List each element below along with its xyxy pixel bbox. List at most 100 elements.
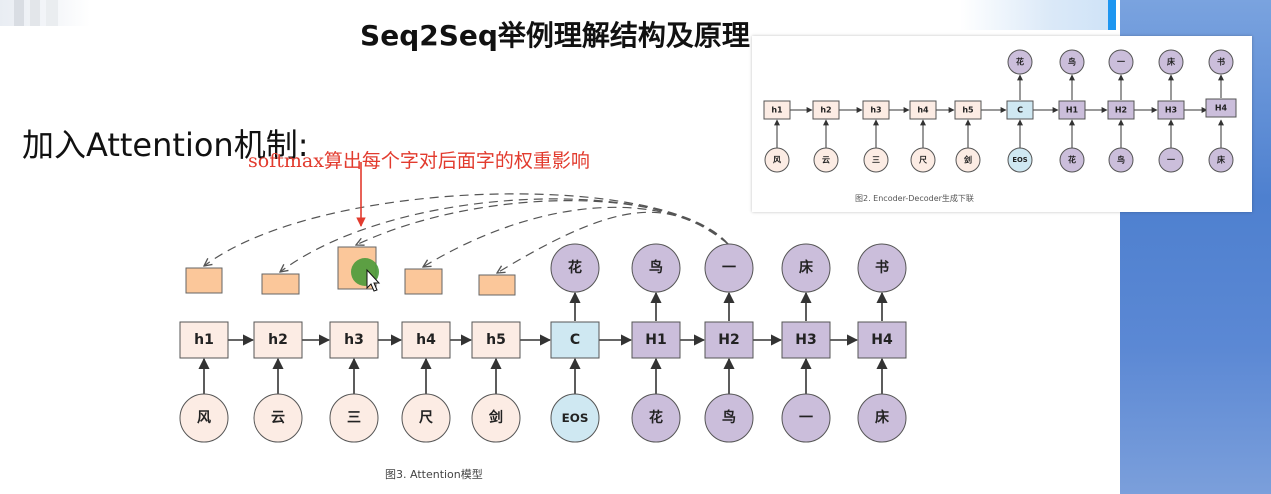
inset_diagram-input-label: 尺 [919, 156, 927, 165]
main_diagram-output-label: 床 [799, 259, 814, 276]
inset_diagram-output-label: 花 [1016, 57, 1024, 67]
main_diagram-input-node [781, 393, 831, 443]
inset_diagram-input-label: 一 [1167, 156, 1175, 165]
attention-weight-box [478, 274, 516, 296]
main_diagram-input-label: 尺 [419, 410, 433, 426]
main_diagram-input-label: 鸟 [722, 409, 736, 426]
attention-weight-box [404, 268, 443, 295]
main-diagram-caption: 图3. Attention模型 [385, 468, 483, 481]
inset_diagram-state-label: C [1017, 106, 1023, 115]
main_diagram-output-label: 鸟 [649, 259, 663, 276]
inset_diagram-output-label: 书 [1217, 57, 1225, 67]
main_diagram-state-box [253, 321, 303, 359]
attention-weight-box [185, 267, 223, 294]
inset_diagram-state-label: H3 [1165, 106, 1177, 115]
inset_diagram-input-node [863, 147, 889, 173]
main_diagram-state-box [179, 321, 229, 359]
main_diagram-output-label: 书 [875, 259, 889, 276]
inset_diagram-state-label: h4 [917, 106, 929, 115]
main_diagram-state-box [550, 321, 600, 359]
inset_diagram-input-label: 花 [1068, 155, 1076, 165]
inset_diagram-state-label: h1 [771, 106, 783, 115]
cursor-pointer-icon [366, 268, 381, 292]
main_diagram-state-label: h3 [344, 332, 364, 348]
main_diagram-input-label: 三 [347, 410, 361, 426]
inset_diagram-state-label: h2 [820, 106, 831, 115]
inset_diagram-input-node [955, 147, 981, 173]
inset_diagram-input-node [813, 147, 839, 173]
main_diagram-input-label: 床 [875, 409, 890, 426]
inset_diagram-state-box [812, 100, 840, 120]
inset_diagram-output-node [1108, 49, 1134, 75]
inset_diagram-output-label: 鸟 [1068, 57, 1076, 67]
inset_diagram-input-node [764, 147, 790, 173]
inset_diagram-input-node [910, 147, 936, 173]
main_diagram-input-node [179, 393, 229, 443]
main_diagram-state-label: h1 [194, 332, 214, 348]
inset_diagram-state-label: H1 [1066, 106, 1079, 115]
softmax-annotation: softmax算出每个字对后面字的权重影响 [248, 150, 590, 172]
main_diagram-state-label: h2 [268, 332, 288, 348]
main_diagram-input-label: 花 [649, 409, 663, 426]
main_diagram-state-box [857, 321, 907, 359]
main_diagram-state-box [471, 321, 521, 359]
main_diagram-output-node [631, 243, 681, 293]
inset_diagram-input-node [1108, 147, 1134, 173]
inset_diagram-input-label: EOS [1012, 156, 1027, 164]
slide-title: Seq2Seq举例理解结构及原理 [360, 19, 750, 52]
inset_diagram-state-label: h5 [962, 106, 974, 115]
main_diagram-output-label: 花 [568, 259, 582, 276]
main_diagram-output-node [781, 243, 831, 293]
main_diagram-state-label: h5 [486, 332, 506, 348]
inset_diagram-output-node [1208, 49, 1234, 75]
main_diagram-output-node [857, 243, 907, 293]
inset_diagram-input-label: 风 [773, 156, 781, 165]
main_diagram-input-node [253, 393, 303, 443]
main_diagram-input-node [704, 393, 754, 443]
main_diagram-state-label: H1 [645, 332, 666, 348]
inset_diagram-state-box [763, 100, 791, 120]
main_diagram-input-label: EOS [562, 411, 589, 425]
main_diagram-input-label: 剑 [488, 409, 503, 426]
main_diagram-output-node [550, 243, 600, 293]
inset_diagram-output-label: 一 [1117, 58, 1125, 67]
inset_diagram-input-label: 三 [872, 156, 880, 165]
main_diagram-state-label: H4 [871, 332, 893, 348]
attention-weight-box [261, 273, 300, 295]
inset_diagram-state-label: h3 [870, 106, 881, 115]
attention-curve [356, 200, 729, 245]
inset_diagram-state-box [1058, 100, 1086, 120]
main_diagram-input-label: 一 [799, 410, 813, 426]
main_diagram-state-box [781, 321, 831, 359]
right-accent-strip [1108, 0, 1116, 30]
main_diagram-input-node [471, 393, 521, 443]
main_diagram-input-node [329, 393, 379, 443]
inset_diagram-output-node [1158, 49, 1184, 75]
inset_diagram-input-label: 床 [1217, 155, 1226, 165]
main_diagram-input-node [631, 393, 681, 443]
inset-diagram-caption: 图2. Encoder-Decoder生成下联 [855, 194, 974, 203]
inset_diagram-state-box [954, 100, 982, 120]
main_diagram-output-label: 一 [722, 260, 736, 276]
main_diagram-input-node [857, 393, 907, 443]
inset_diagram-state-box [909, 100, 937, 120]
main_diagram-state-label: H3 [795, 332, 816, 348]
inset_diagram-input-node [1059, 147, 1085, 173]
inset_diagram-state-label: H4 [1215, 104, 1228, 113]
section-heading: 加入Attention机制: [22, 126, 309, 164]
inset_diagram-input-label: 云 [822, 156, 830, 165]
inset_diagram-output-node [1059, 49, 1085, 75]
top-right-decoration [960, 0, 1110, 30]
inset_diagram-state-box [1157, 100, 1185, 120]
inset_diagram-state-label: H2 [1115, 106, 1127, 115]
inset_diagram-state-box [1006, 100, 1034, 120]
attention-curve [280, 198, 729, 272]
main_diagram-input-label: 云 [271, 410, 285, 426]
inset_diagram-input-node [1158, 147, 1184, 173]
main_diagram-state-box [704, 321, 754, 359]
main_diagram-state-label: h4 [416, 332, 436, 348]
top-left-decoration [0, 0, 90, 26]
